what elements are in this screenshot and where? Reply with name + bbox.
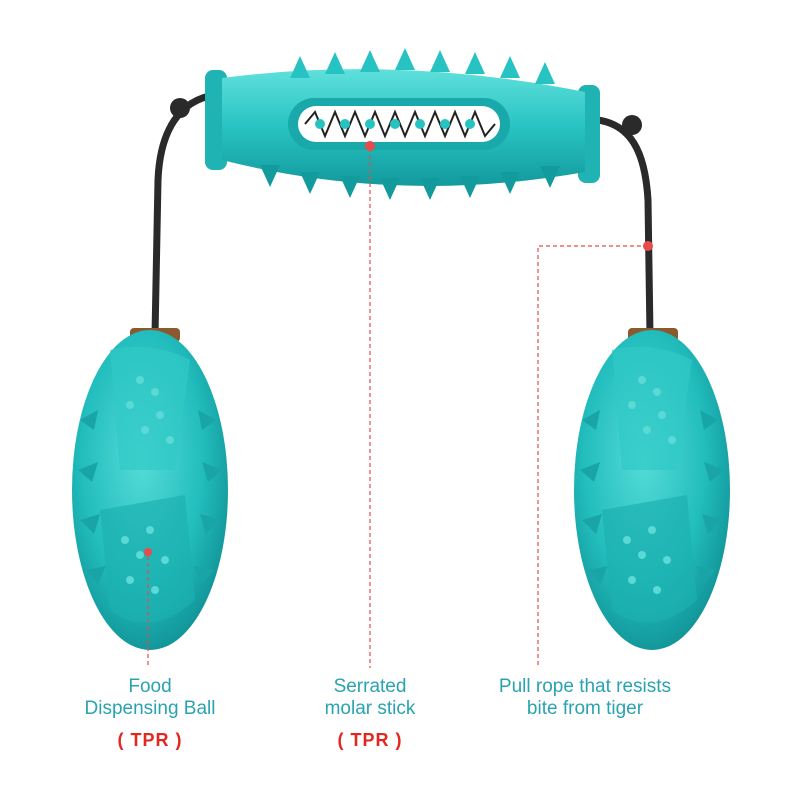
callout-lines — [147, 148, 648, 668]
food-dispensing-ball-right — [574, 328, 730, 650]
rope-caption: Pull rope that resists bite from tiger — [450, 676, 720, 720]
rope-caption-line1: Pull rope that resists — [498, 676, 672, 697]
rope-knot — [622, 115, 642, 135]
callout-dot — [365, 141, 375, 151]
stick-caption: Serrated molar stick — [270, 676, 470, 720]
ball-caption-line2: Dispensing Ball — [84, 698, 216, 719]
rope-caption-line2: bite from tiger — [526, 698, 644, 719]
stick-caption-line1: Serrated — [333, 676, 407, 697]
callout-dot — [643, 241, 653, 251]
callout-dot — [144, 548, 152, 556]
molar-stick — [205, 48, 600, 200]
food-dispensing-ball-left — [72, 328, 228, 650]
rope-knot — [170, 98, 190, 118]
stick-caption-line2: molar stick — [324, 698, 416, 719]
pull-rope — [151, 91, 654, 339]
ball-caption: Food Dispensing Ball — [40, 676, 260, 720]
ball-caption-line1: Food — [128, 676, 172, 697]
ball-material: ( TPR ) — [117, 730, 183, 750]
stick-material: ( TPR ) — [337, 730, 403, 750]
